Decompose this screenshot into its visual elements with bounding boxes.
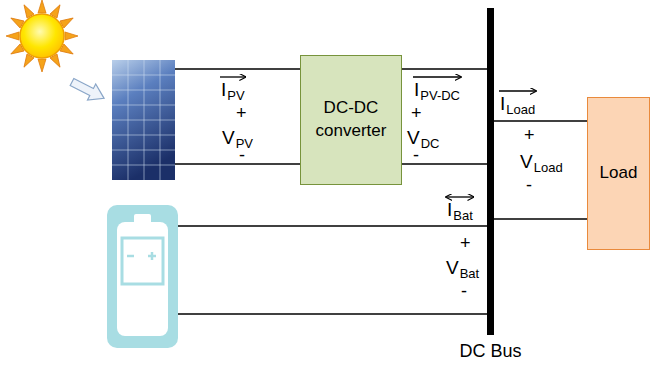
current-symbol: I (500, 94, 505, 113)
dc-bus-bar: DC Bus (487, 8, 494, 335)
current-symbol: I (447, 200, 452, 219)
voltage-symbol: V (520, 152, 533, 171)
polarity-sign: + (524, 126, 535, 144)
subscript: Load (506, 103, 535, 116)
wire (402, 68, 487, 69)
load-box: Load (587, 97, 650, 250)
current-direction-arrow (413, 76, 461, 77)
wire (175, 69, 488, 314)
voltage-symbol: V (446, 258, 459, 277)
polarity-sign: + (236, 104, 247, 122)
solar-panel (112, 60, 175, 180)
current-symbol: I (221, 80, 226, 99)
current-direction-arrow (220, 76, 246, 77)
current-direction-arrow (499, 90, 536, 91)
node-label: DC-DC converter (307, 97, 395, 143)
voltage-symbol: V (407, 128, 420, 147)
polarity-sign: - (526, 176, 532, 194)
battery-icon (107, 205, 178, 348)
subscript: Bat (460, 267, 480, 280)
current-symbol: I (414, 80, 419, 99)
sun-icon (6, 0, 78, 72)
current-direction-arrow (446, 196, 474, 197)
polarity-sign: + (411, 104, 422, 122)
subscript: Bat (453, 209, 473, 222)
voltage-symbol: V (222, 128, 235, 147)
polarity-sign: - (461, 282, 467, 300)
light-arrow (68, 74, 108, 106)
polarity-sign: - (413, 146, 419, 164)
node-label: DC Bus (459, 341, 521, 363)
subscript: DC (421, 137, 440, 150)
subscript: Load (534, 161, 563, 174)
polarity-sign: + (460, 234, 471, 252)
converter-box: DC-DC converter (300, 55, 402, 185)
wire (494, 120, 587, 121)
subscript: PV-DC (420, 89, 460, 102)
polarity-sign: - (239, 146, 245, 164)
node-label: Load (600, 162, 638, 185)
wire (494, 218, 587, 219)
subscript: PV (227, 89, 244, 102)
